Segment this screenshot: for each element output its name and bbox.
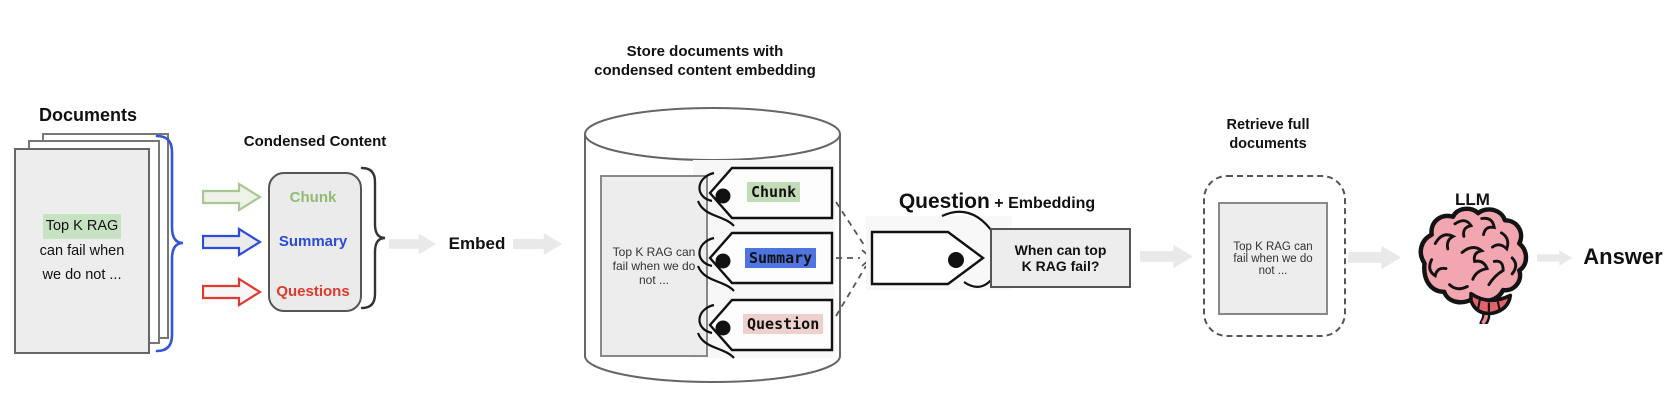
retrieve-title-line2: documents xyxy=(1229,135,1307,152)
chunk-arrow-icon xyxy=(202,182,262,212)
store-title-line2: condensed content embedding xyxy=(594,62,816,79)
retrieve-title: Retrieve full documents xyxy=(1178,116,1358,153)
question-text: When can top K RAG fail? xyxy=(1014,242,1107,274)
blue-brace-icon xyxy=(155,134,184,353)
tag-label-summary: Summary xyxy=(745,248,817,268)
condensed-item-questions: Questions xyxy=(276,283,350,300)
tag-label-chunk: Chunk xyxy=(747,182,801,202)
llm-arrow-icon xyxy=(1348,245,1402,270)
answer-label: Answer xyxy=(1583,244,1663,269)
store-title-line1: Store documents with xyxy=(626,43,784,60)
embed-arrow-left-icon xyxy=(389,233,437,255)
black-brace-icon xyxy=(360,166,386,310)
tag-label-question: Question xyxy=(743,314,824,334)
embed-arrow-right-icon xyxy=(513,233,563,255)
retrieve-title-line1: Retrieve full xyxy=(1226,117,1310,133)
condensed-content-title: Condensed Content xyxy=(243,133,387,150)
query-heading: Question + Embedding xyxy=(872,190,1122,214)
doc-highlight-text: Top K RAG xyxy=(42,214,122,239)
query-heading-embedding: + Embedding xyxy=(994,195,1096,212)
embed-label: Embed xyxy=(448,234,506,253)
brain-icon xyxy=(1418,206,1529,324)
retrieved-document: Top K RAG can fail when we do not ... xyxy=(1218,202,1328,315)
doc-text-line3: we do not ... xyxy=(42,267,122,284)
question-box: When can top K RAG fail? xyxy=(990,228,1131,288)
store-title: Store documents with condensed content e… xyxy=(545,42,865,80)
documents-title: Documents xyxy=(38,105,137,125)
answer-arrow-icon xyxy=(1537,250,1573,266)
document-page-front: Top K RAG can fail when we do not ... xyxy=(14,148,150,354)
query-tag-icon xyxy=(870,210,999,288)
summary-arrow-icon xyxy=(202,227,262,257)
condensed-item-summary: Summary xyxy=(278,233,348,250)
condensed-content-box xyxy=(268,172,362,312)
query-heading-question: Question xyxy=(898,190,990,213)
llm-label: LLM xyxy=(1455,190,1490,209)
doc-text-line2: can fail when xyxy=(39,242,125,259)
condensed-item-chunk: Chunk xyxy=(289,189,337,206)
stored-document: Top K RAG can fail when we do not ... xyxy=(600,175,708,357)
questions-arrow-icon xyxy=(202,277,262,307)
retrieve-arrow-icon xyxy=(1140,244,1194,269)
